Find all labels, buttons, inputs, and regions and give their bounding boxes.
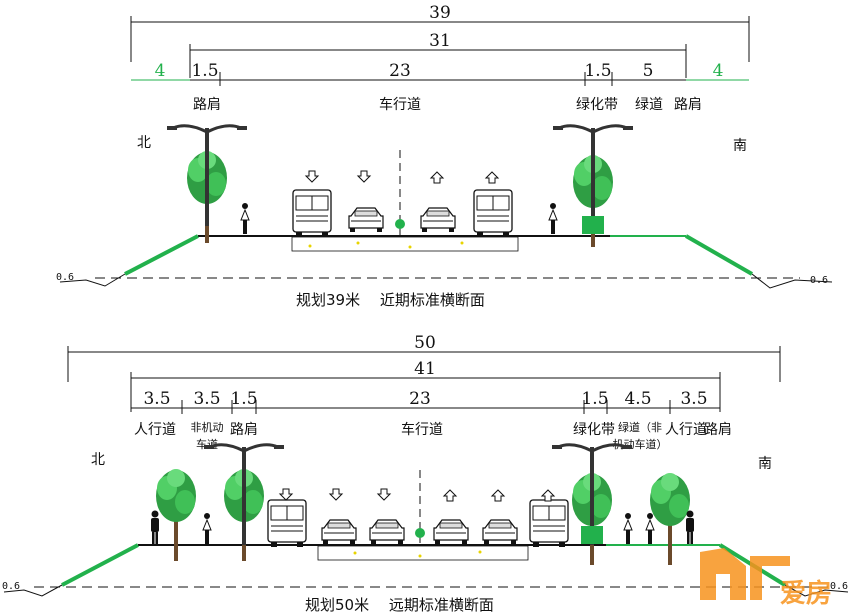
bottom-arrow-down-1: [279, 488, 293, 501]
top-dim-red-value: 31: [429, 31, 451, 51]
bottom-car-3: [433, 519, 469, 545]
top-median-shrub: [395, 219, 405, 229]
top-car-2: [420, 207, 456, 233]
bottom-dim-total: 50: [67, 333, 781, 382]
top-arrow-down-2: [357, 170, 371, 183]
bottom-cyclist-right-2: [645, 512, 655, 545]
bottom-elev-right: 0.6: [830, 581, 848, 592]
top-dim-green-way: 5: [643, 61, 654, 81]
bottom-arrow-up-1: [443, 489, 457, 502]
bottom-car-2: [369, 519, 405, 545]
top-dim-total-value: 39: [429, 3, 451, 23]
logo-letter-icon: [750, 556, 790, 600]
bottom-north-label: 北: [91, 452, 105, 468]
top-lamp-left: [165, 124, 249, 228]
bottom-label-green-way-1: 绿道（非: [618, 420, 662, 434]
top-label-green-way: 绿道: [635, 97, 663, 113]
bottom-cyclist-right-1: [623, 512, 633, 545]
bottom-label-shoulder-right: 路肩: [704, 422, 732, 438]
top-elev-left: 0.6: [56, 272, 74, 283]
top-green-belt: [582, 216, 604, 234]
bottom-elev-left: 0.6: [2, 581, 20, 592]
top-dim-road: 23: [389, 61, 411, 81]
bottom-dim-green-belt: 1.5: [581, 389, 608, 409]
watermark-text: 爱房: [780, 579, 832, 609]
bottom-title: 规划50米 远期标准横断面: [305, 596, 494, 614]
top-label-shoulder-left: 路肩: [193, 97, 221, 113]
top-dim-row: 4 1.5 23 1.5 5 4: [131, 61, 749, 86]
bottom-dim-total-value: 50: [414, 333, 436, 353]
bottom-arrow-up-2: [491, 489, 505, 502]
house-logo-icon: [700, 548, 746, 600]
bottom-car-1: [321, 519, 357, 545]
bottom-label-sidewalk-right: 人行道: [665, 422, 707, 438]
bottom-cyclist-left: [202, 512, 212, 545]
bottom-road-surface: 0.6 0.6: [2, 470, 848, 597]
top-lamp-right: [551, 124, 635, 228]
bottom-pedestrian-right: [686, 510, 694, 544]
top-dim-red: 31: [189, 31, 687, 78]
top-section: 39 31 4 1.5 23 1.5 5 4 路肩 车行道 绿化带 绿道: [56, 3, 833, 309]
bottom-south-label: 南: [758, 456, 772, 472]
top-arrow-up-2: [485, 171, 499, 184]
bottom-section: 50 41 3.5 3.5 1.5 23 1.5 4.5 3.5 人行道 非机动…: [2, 333, 848, 614]
top-south-label: 南: [733, 138, 747, 154]
top-bus-left: [292, 189, 332, 238]
bottom-dim-shoulder-left: 1.5: [230, 389, 257, 409]
bottom-dim-red: 41: [130, 359, 721, 412]
bottom-pedestrian-left: [151, 510, 159, 544]
bottom-car-4: [482, 519, 518, 545]
top-cyclist-right: [548, 202, 558, 235]
top-north-label: 北: [137, 135, 151, 151]
bottom-label-shoulder-left: 路肩: [230, 422, 258, 438]
bottom-median-shrub: [415, 528, 425, 538]
bottom-green-belt: [581, 526, 603, 544]
bottom-dim-row: 3.5 3.5 1.5 23 1.5 4.5 3.5: [131, 389, 720, 414]
top-label-green-belt: 绿化带: [576, 97, 618, 113]
top-arrow-down-1: [305, 170, 319, 183]
bottom-dim-nonmotor-left: 3.5: [193, 389, 220, 409]
watermark-logo: 爱房: [700, 548, 832, 609]
bottom-arrow-down-3: [377, 488, 391, 501]
bottom-label-sidewalk-left: 人行道: [134, 422, 176, 438]
top-label-shoulder-right: 路肩: [674, 97, 702, 113]
top-title: 规划39米 近期标准横断面: [296, 291, 485, 309]
bottom-tree-1: [156, 469, 196, 561]
top-elev-right: 0.6: [810, 275, 828, 286]
top-cyclist-left: [240, 202, 250, 235]
bottom-label-nonmotor-left-1: 非机动: [191, 420, 224, 434]
top-car-1: [348, 207, 384, 233]
bottom-bus-right: [529, 499, 569, 548]
top-road-surface: 0.6 0.6: [56, 150, 833, 289]
bottom-arrow-down-2: [329, 488, 343, 501]
bottom-dim-green-way: 4.5: [624, 389, 651, 409]
top-dim-green-belt: 1.5: [584, 61, 611, 81]
bottom-label-road: 车行道: [401, 421, 443, 438]
bottom-dim-sidewalk-left: 3.5: [143, 389, 170, 409]
top-bus-right: [473, 189, 513, 238]
bottom-tree-4: [650, 473, 690, 565]
top-dim-right-green: 4: [713, 61, 724, 81]
top-arrow-up-1: [430, 171, 444, 184]
top-dim-shoulder-left: 1.5: [191, 61, 218, 81]
top-dim-left-green: 4: [155, 61, 166, 81]
bottom-dim-road: 23: [409, 389, 431, 409]
top-dim-total: 39: [130, 3, 750, 62]
bottom-bus-left: [267, 499, 307, 548]
bottom-label-green-belt: 绿化带: [573, 422, 615, 438]
bottom-dim-red-value: 41: [414, 359, 436, 379]
top-label-road: 车行道: [379, 96, 421, 113]
bottom-dim-sidewalk-right: 3.5: [680, 389, 707, 409]
